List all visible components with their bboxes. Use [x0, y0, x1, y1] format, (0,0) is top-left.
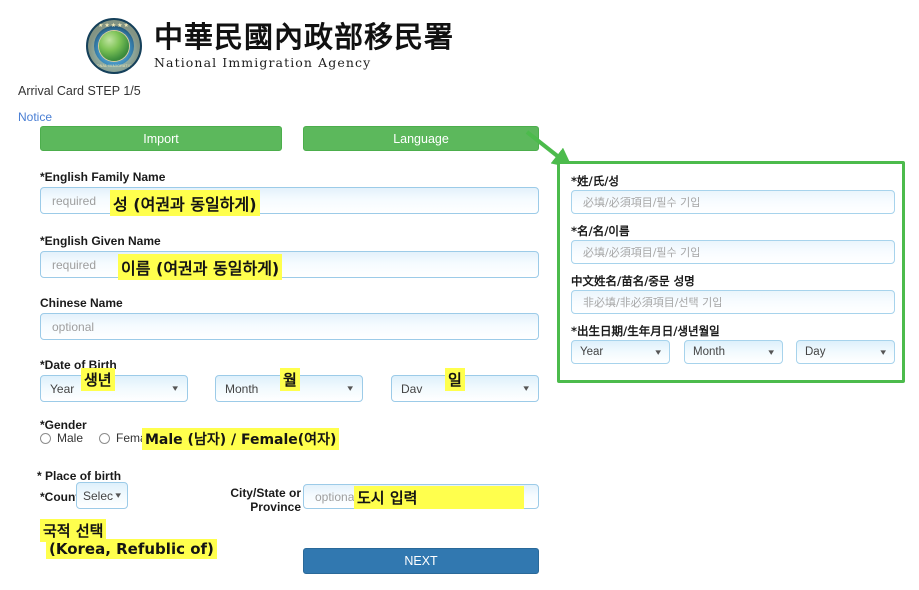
site-header: ★★★★★ NATIONAL IMMIGRATION AGENCY 中華民國內政…	[0, 10, 540, 82]
english-family-name-label: *English Family Name	[40, 170, 166, 184]
country-select[interactable]: Selec ▾	[76, 482, 128, 509]
birth-month-value: Month	[225, 381, 259, 396]
panel-birth-month-value: Month	[693, 346, 725, 358]
english-given-name-placeholder: required	[52, 257, 97, 272]
english-given-name-label: *English Given Name	[40, 234, 161, 248]
city-state-label-line1: City/State or	[230, 486, 301, 500]
chevron-down-icon: ▾	[115, 490, 122, 500]
birth-month-annotation: 월	[280, 368, 300, 391]
birth-day-annotation: 일	[445, 368, 465, 391]
agency-title-english: National Immigration Agency	[153, 55, 372, 71]
language-button[interactable]: Language	[303, 126, 539, 151]
gender-male-radio[interactable]	[40, 432, 51, 444]
chevron-down-icon: ▾	[768, 346, 775, 357]
city-state-label-line2: Province	[250, 500, 301, 514]
english-family-name-placeholder: required	[52, 193, 97, 208]
header-title-block: 中華民國內政部移民署 National Immigration Agency	[153, 19, 454, 71]
birth-day-select[interactable]: Dav ▾	[391, 375, 539, 402]
chevron-down-icon: ▾	[655, 346, 662, 357]
logo-arc-text: NATIONAL IMMIGRATION AGENCY	[87, 64, 142, 68]
gender-female-radio[interactable]	[99, 432, 111, 444]
chevron-down-icon: ▾	[880, 346, 887, 357]
birth-year-value: Year	[50, 381, 75, 396]
gender-label: *Gender	[40, 418, 87, 432]
place-of-birth-label: * Place of birth	[37, 469, 122, 483]
given-name-annotation: 이름 (여권과 동일하게)	[118, 254, 283, 280]
panel-birth-year-select[interactable]: Year ▾	[571, 340, 670, 364]
panel-chinese-name-label: 中文姓名/苗名/중문 성명	[571, 274, 695, 288]
panel-birth-month-select[interactable]: Month ▾	[684, 340, 783, 364]
panel-birthdate-label: *出生日期/生年月日/생년월일	[571, 324, 720, 338]
notice-link[interactable]: Notice	[18, 110, 53, 124]
family-name-annotation: 성 (여권과 동일하게)	[110, 190, 260, 216]
birth-day-value: Dav	[401, 381, 423, 396]
nia-logo-icon: ★★★★★ NATIONAL IMMIGRATION AGENCY	[85, 18, 142, 74]
panel-chinese-name-placeholder: 非必填/非必須項目/선택 기입	[583, 296, 723, 309]
chinese-name-label: Chinese Name	[40, 296, 123, 310]
birth-year-annotation: 생년	[81, 368, 115, 391]
import-button[interactable]: Import	[40, 126, 282, 151]
next-button[interactable]: NEXT	[303, 548, 539, 574]
city-state-placeholder: optional	[315, 489, 358, 504]
agency-title-chinese: 中華民國內政部移民署	[153, 19, 454, 54]
english-given-name-input[interactable]: required	[40, 251, 539, 278]
city-annotation: 도시 입력	[354, 486, 524, 509]
pointer-arrow-icon	[525, 130, 573, 168]
panel-surname-label: *姓/氏/성	[571, 174, 619, 188]
country-annotation-line2: (Korea, Refublic of)	[46, 539, 217, 559]
panel-given-name-input[interactable]: 必填/必須項目/필수 기입	[571, 240, 895, 264]
logo-stars: ★★★★★	[98, 23, 130, 29]
chinese-name-placeholder: optional	[52, 319, 95, 334]
panel-chinese-name-input[interactable]: 非必填/非必須項目/선택 기입	[571, 290, 895, 314]
panel-surname-placeholder: 必填/必須項目/필수 기입	[583, 196, 701, 209]
chevron-down-icon: ▾	[347, 383, 354, 393]
panel-given-name-label: *名/名/이름	[571, 224, 630, 238]
panel-birth-day-value: Day	[805, 346, 826, 358]
language-preview-panel: *姓/氏/성 必填/必須項目/필수 기입 *名/名/이름 必填/必須項目/필수 …	[557, 161, 905, 383]
panel-birth-year-value: Year	[580, 346, 604, 358]
panel-given-name-placeholder: 必填/必須項目/필수 기입	[583, 246, 701, 259]
gender-male-label: Male	[57, 431, 84, 445]
chinese-name-input[interactable]: optional	[40, 313, 539, 340]
step-indicator: Arrival Card STEP 1/5	[18, 84, 141, 98]
panel-surname-input[interactable]: 必填/必須項目/필수 기입	[571, 190, 895, 214]
chevron-down-icon: ▾	[523, 383, 530, 393]
panel-birth-day-select[interactable]: Day ▾	[796, 340, 895, 364]
country-label: *Countr	[40, 490, 84, 504]
country-annotation-line1: 국적 선택	[40, 519, 107, 542]
chevron-down-icon: ▾	[172, 383, 179, 393]
country-select-value: Selec	[83, 488, 114, 503]
gender-annotation: Male (남자) / Female(여자)	[142, 428, 340, 450]
